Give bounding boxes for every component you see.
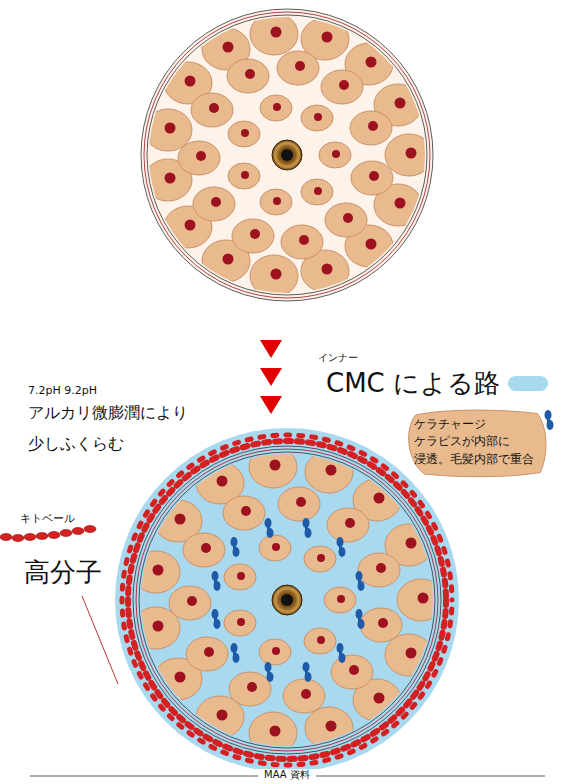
annotation-label: 少しふくらむ xyxy=(28,434,124,453)
hair-cell xyxy=(304,546,336,572)
keracharge-cell: ケラチャージケラピスが内部に 浸透。毛髪内部で重合 xyxy=(404,408,549,478)
medulla xyxy=(272,585,302,615)
legend-swatch xyxy=(508,376,548,391)
cuticle-rings xyxy=(141,9,433,301)
hair-cell xyxy=(183,533,225,567)
hair-cell xyxy=(169,586,211,620)
down-arrows xyxy=(260,340,282,414)
legend-text: CMC による路 xyxy=(326,366,500,401)
hair-cell xyxy=(178,141,220,175)
hair-cell xyxy=(385,134,433,176)
kerapis-molecule xyxy=(337,537,346,557)
cortex-cells xyxy=(144,13,433,297)
cortex-cells xyxy=(132,446,445,754)
kerapis-molecule xyxy=(212,571,221,591)
hair-cell xyxy=(301,179,333,205)
hair-cell xyxy=(228,163,260,189)
chitoveil-chain xyxy=(122,435,452,765)
hair-cell xyxy=(260,95,292,121)
node-heading: ケラチャージ xyxy=(414,416,539,433)
kerapis-molecule xyxy=(231,537,240,557)
hair-cell xyxy=(229,672,271,706)
hair-cell xyxy=(232,219,274,253)
hair-cell xyxy=(259,535,291,561)
hair-cell xyxy=(186,637,228,671)
hair-cell xyxy=(327,508,369,542)
kerapis-molecule xyxy=(356,609,365,629)
hair-cell xyxy=(223,496,265,530)
hair-cell xyxy=(144,109,192,151)
hair-cell xyxy=(228,121,260,147)
kerapis-molecule xyxy=(356,571,365,591)
hair-cell xyxy=(331,655,373,689)
medulla xyxy=(272,140,302,170)
leader-line xyxy=(82,596,118,684)
hair-cell xyxy=(250,13,298,55)
hair-cell xyxy=(321,70,363,104)
kerapis-icon xyxy=(545,410,554,430)
hair-cell xyxy=(360,608,402,642)
hair-cell xyxy=(304,628,336,654)
annotation-label: MAA 資料 xyxy=(258,769,316,781)
hair-cell xyxy=(281,225,323,259)
hair-cell xyxy=(224,610,256,636)
hair-cell xyxy=(260,189,292,215)
chitoveil-sample xyxy=(0,526,96,542)
annotation-label: インナー xyxy=(318,352,358,364)
hair-cell xyxy=(385,634,433,676)
annotation-label: キトベール xyxy=(20,512,75,525)
hair-cell xyxy=(350,111,392,145)
kerapis-molecule xyxy=(303,518,312,538)
hair-ground xyxy=(141,9,433,301)
hair-cell xyxy=(259,639,291,665)
hair-cell xyxy=(358,553,400,587)
hair-cell xyxy=(278,487,320,521)
kerapis-molecule xyxy=(337,643,346,663)
hair-cell xyxy=(325,203,367,237)
hair-cell xyxy=(227,59,269,93)
hair-cell xyxy=(191,93,233,127)
kerapis-molecule xyxy=(231,643,240,663)
hair-cell xyxy=(319,142,351,168)
hair-cell xyxy=(250,255,298,297)
node-body: ケラピスが内部に 浸透。毛髪内部で重合 xyxy=(414,433,539,468)
kerapis-molecule xyxy=(265,518,274,538)
hair-cell xyxy=(283,679,325,713)
annotation-label: 高分子 xyxy=(24,557,102,588)
hair-cell xyxy=(193,187,235,221)
cmc-path-ground xyxy=(115,428,459,772)
hair-cell xyxy=(351,161,393,195)
kerapis-molecule xyxy=(303,662,312,682)
hair-cell xyxy=(277,51,319,85)
annotation-label: アルカリ微膨潤により xyxy=(28,403,188,422)
hair-cell xyxy=(224,564,256,590)
kerapis-molecule xyxy=(265,662,274,682)
hair-cell xyxy=(324,587,356,613)
kerapis-molecule xyxy=(212,609,221,629)
cuticle-rings xyxy=(133,446,441,754)
annotation-label: 7.2pH 9.2pH xyxy=(28,384,97,397)
kerapis-molecules xyxy=(212,518,365,682)
legend-item: CMC による路 xyxy=(326,366,548,401)
hair-cell xyxy=(301,105,333,131)
